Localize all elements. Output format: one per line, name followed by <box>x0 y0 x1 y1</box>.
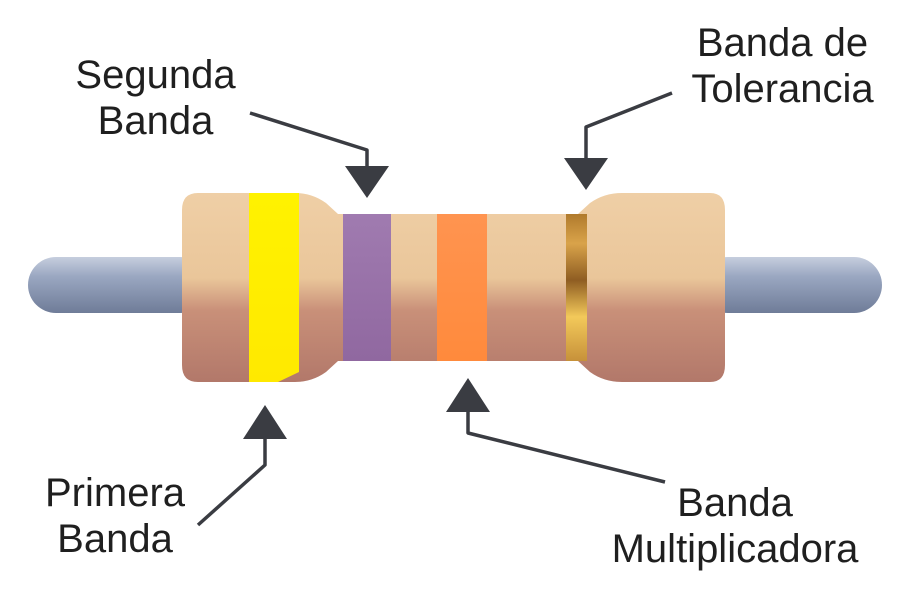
tolerancia-arrowhead-icon <box>564 158 608 190</box>
primera-banda-label-line-2: Banda <box>57 517 173 561</box>
primera-banda-arrowhead-icon <box>243 405 287 439</box>
primera-banda-stripe <box>249 193 299 382</box>
left-lead-wire <box>28 257 208 313</box>
segunda-banda-leader-line <box>249 111 369 168</box>
multiplicadora-leader-line <box>466 410 666 484</box>
tolerancia-banda-stripe <box>566 214 587 361</box>
segunda-banda-label-line-1: Segunda <box>75 53 236 97</box>
banda-multiplicadora-label: Banda Multiplicadora <box>580 480 890 572</box>
tolerancia-leader-line <box>584 91 673 160</box>
right-lead-wire <box>700 257 882 313</box>
segunda-banda-arrowhead-icon <box>345 166 389 198</box>
banda-tolerancia-label-line-2: Tolerancia <box>691 67 874 111</box>
banda-multiplicadora-label-line-2: Multiplicadora <box>611 527 859 571</box>
primera-banda-label: Primera Banda <box>30 470 200 562</box>
segunda-banda-label: Segunda Banda <box>58 52 253 144</box>
banda-tolerancia-label-line-1: Banda de <box>696 21 869 65</box>
segunda-banda-stripe <box>343 214 391 361</box>
segunda-banda-label-line-2: Banda <box>97 99 214 143</box>
multiplicadora-arrowhead-icon <box>446 378 490 412</box>
primera-banda-label-line-1: Primera <box>44 471 186 515</box>
primera-banda-leader-line <box>196 437 267 527</box>
banda-tolerancia-label: Banda de Tolerancia <box>665 20 900 112</box>
banda-multiplicadora-label-line-1: Banda <box>677 481 793 525</box>
multiplicadora-banda-stripe <box>437 214 487 361</box>
